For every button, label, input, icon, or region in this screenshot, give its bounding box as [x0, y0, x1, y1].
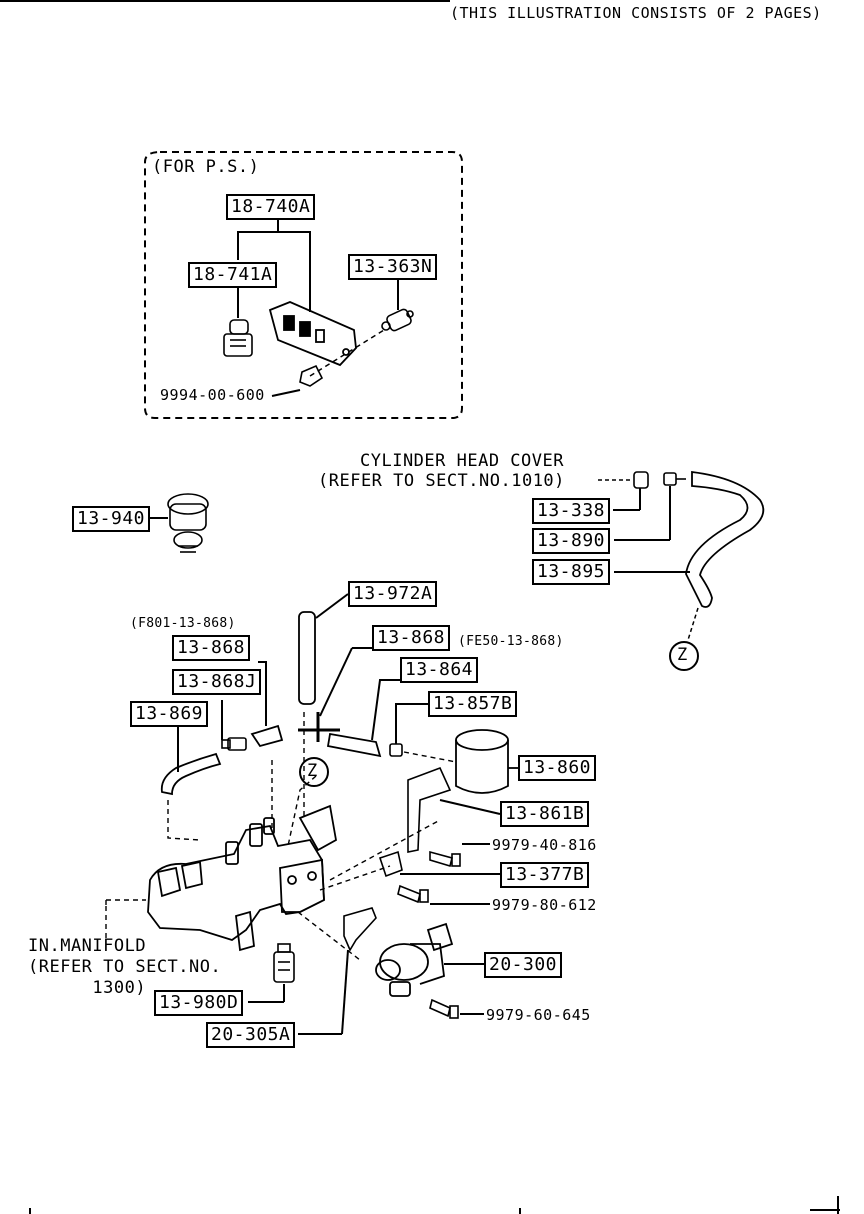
- part-label-13-338[interactable]: 13-338: [532, 498, 611, 524]
- ref-z-circle-left: [299, 757, 329, 787]
- part-label-18-740A[interactable]: 18-740A: [226, 194, 316, 220]
- bolt-label-9994-00-600[interactable]: 9994-00-600: [160, 386, 265, 404]
- inset-caption: (FOR P.S.): [152, 157, 260, 177]
- connector-icon: [663, 472, 686, 486]
- part-label-13-972A[interactable]: 13-972A: [348, 581, 438, 607]
- bolt-label-9979-60-645[interactable]: 9979-60-645: [486, 1006, 591, 1024]
- bolt-icon: [429, 850, 461, 868]
- part-label-13-868J[interactable]: 13-868J: [172, 669, 262, 695]
- bolt-icon-2: [397, 884, 429, 904]
- part-label-13-895[interactable]: 13-895: [532, 559, 611, 585]
- part-label-13-868-left[interactable]: 13-868: [172, 635, 251, 661]
- inset-frame: [144, 151, 463, 419]
- part-label-13-377B[interactable]: 13-377B: [500, 862, 590, 888]
- grommet-icon: [633, 471, 649, 489]
- fitting-icon: [221, 737, 247, 751]
- bolt-icon-3: [429, 998, 459, 1019]
- bolt-label-9979-80-612[interactable]: 9979-80-612: [492, 896, 597, 914]
- vacuum-switch-icon: [223, 319, 253, 357]
- part-label-13-857B[interactable]: 13-857B: [428, 691, 518, 717]
- ref-z-left: Z: [307, 761, 318, 781]
- egr-valve-icon: [375, 922, 454, 997]
- hose-13-869: [160, 752, 222, 796]
- part-label-20-300[interactable]: 20-300: [484, 952, 563, 978]
- part-label-13-864[interactable]: 13-864: [400, 657, 479, 683]
- part-label-18-741A[interactable]: 18-741A: [188, 262, 278, 288]
- nut-icon: [299, 364, 324, 387]
- intake-manifold-label: IN.MANIFOLD (REFER TO SECT.NO. 1300): [28, 936, 222, 998]
- ref-z-circle-right: [669, 641, 699, 671]
- part-label-13-860[interactable]: 13-860: [518, 755, 597, 781]
- ref-z-right: Z: [677, 645, 688, 665]
- header-note: (THIS ILLUSTRATION CONSISTS OF 2 PAGES): [450, 4, 822, 22]
- part-label-20-305A[interactable]: 20-305A: [206, 1022, 296, 1048]
- alt-part-fe50: (FE50-13-868): [458, 634, 564, 649]
- bracket-plate-icon: [268, 301, 357, 367]
- intake-manifold-icon: [147, 804, 337, 952]
- air-control-valve-icon: [167, 493, 209, 553]
- part-label-13-940[interactable]: 13-940: [72, 506, 151, 532]
- cylinder-head-cover-ref: (REFER TO SECT.NO.1010): [318, 471, 565, 491]
- part-label-13-980D[interactable]: 13-980D: [154, 990, 244, 1016]
- hose-13-895: [685, 470, 765, 608]
- part-label-13-868-right[interactable]: 13-868: [372, 625, 451, 651]
- part-label-13-869[interactable]: 13-869: [130, 701, 209, 727]
- part-label-13-890[interactable]: 13-890: [532, 528, 611, 554]
- part-label-13-363N[interactable]: 13-363N: [348, 254, 438, 280]
- check-valve-icon: [381, 308, 414, 332]
- purge-canister-icon: [403, 729, 518, 794]
- cylinder-head-cover-label: CYLINDER HEAD COVER: [360, 451, 564, 471]
- sensor-icon: [273, 943, 295, 983]
- part-label-13-861B[interactable]: 13-861B: [500, 801, 590, 827]
- bolt-label-9979-40-816[interactable]: 9979-40-816: [492, 836, 597, 854]
- alt-part-f801: (F801-13-868): [130, 616, 236, 631]
